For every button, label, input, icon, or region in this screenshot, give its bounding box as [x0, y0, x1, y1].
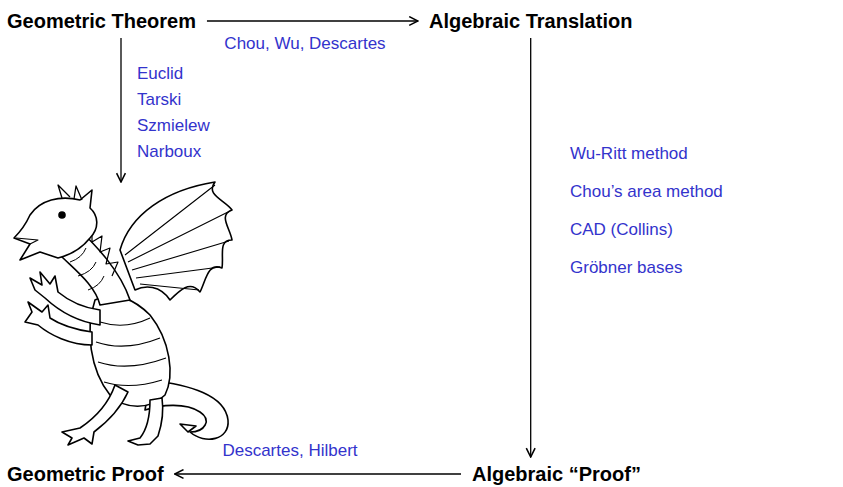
method-label: Euclid	[135, 64, 185, 84]
flow-arrow	[207, 20, 418, 21]
method-arrow	[120, 38, 121, 182]
method-label: CAD (Collins)	[568, 220, 675, 240]
node-title: Algebraic Translation	[429, 9, 632, 33]
edge-label: Chou, Wu, Descartes	[222, 34, 387, 54]
step-node: Algebraic “Proof”	[469, 461, 644, 487]
step-node: Geometric Theorem	[4, 8, 199, 34]
method-label: Wu-Ritt method	[568, 144, 690, 164]
edge-label: Descartes, Hilbert	[220, 441, 359, 461]
flow-arrow	[530, 38, 531, 457]
step-node: Geometric Proof	[4, 461, 167, 487]
method-label: Chou’s area method	[568, 182, 725, 202]
flow-arrow	[175, 473, 461, 474]
node-title: Geometric Proof	[7, 462, 164, 486]
method-label: Gröbner bases	[568, 258, 684, 278]
dragon-illustration	[14, 182, 232, 445]
method-label: Szmielew	[135, 116, 212, 136]
step-node: Algebraic Translation	[426, 8, 635, 34]
method-label: Narboux	[135, 142, 203, 162]
node-title: Geometric Theorem	[7, 9, 196, 33]
node-title: Algebraic “Proof”	[472, 462, 641, 486]
method-label: Tarski	[135, 90, 183, 110]
